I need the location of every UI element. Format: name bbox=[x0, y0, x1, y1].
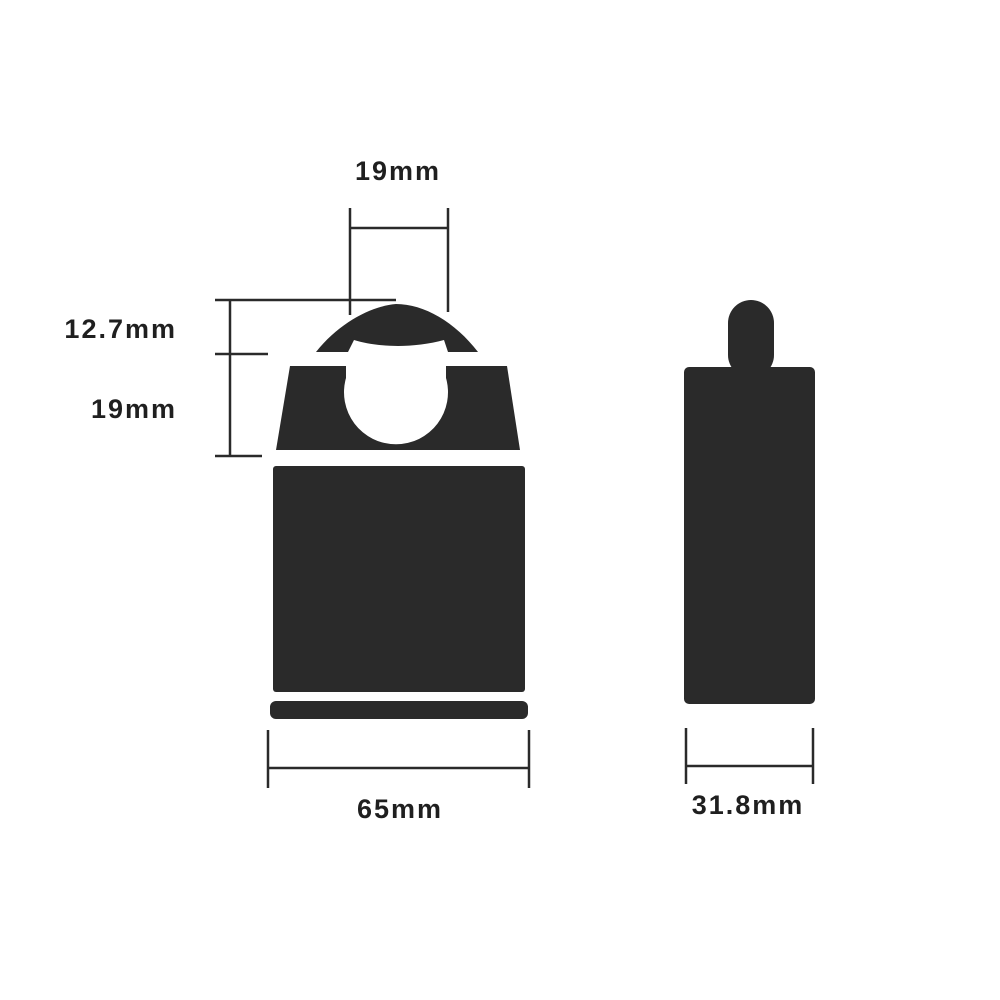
shackle-housing bbox=[276, 366, 520, 450]
padlock-side-view bbox=[684, 300, 815, 704]
shackle-clearance-label: 12.7mm bbox=[64, 314, 177, 344]
shackle-width-label: 19mm bbox=[355, 156, 441, 186]
body-width-label: 65mm bbox=[357, 794, 443, 824]
shackle-height-label: 19mm bbox=[91, 394, 177, 424]
dimension-lines bbox=[215, 208, 815, 788]
side-body bbox=[684, 367, 815, 704]
body-depth-label: 31.8mm bbox=[692, 790, 805, 820]
shackle-arc bbox=[316, 304, 478, 352]
side-shackle bbox=[728, 300, 774, 378]
padlock-base-plate bbox=[270, 701, 528, 719]
padlock-body bbox=[273, 466, 525, 692]
padlock-front-view bbox=[270, 304, 528, 719]
